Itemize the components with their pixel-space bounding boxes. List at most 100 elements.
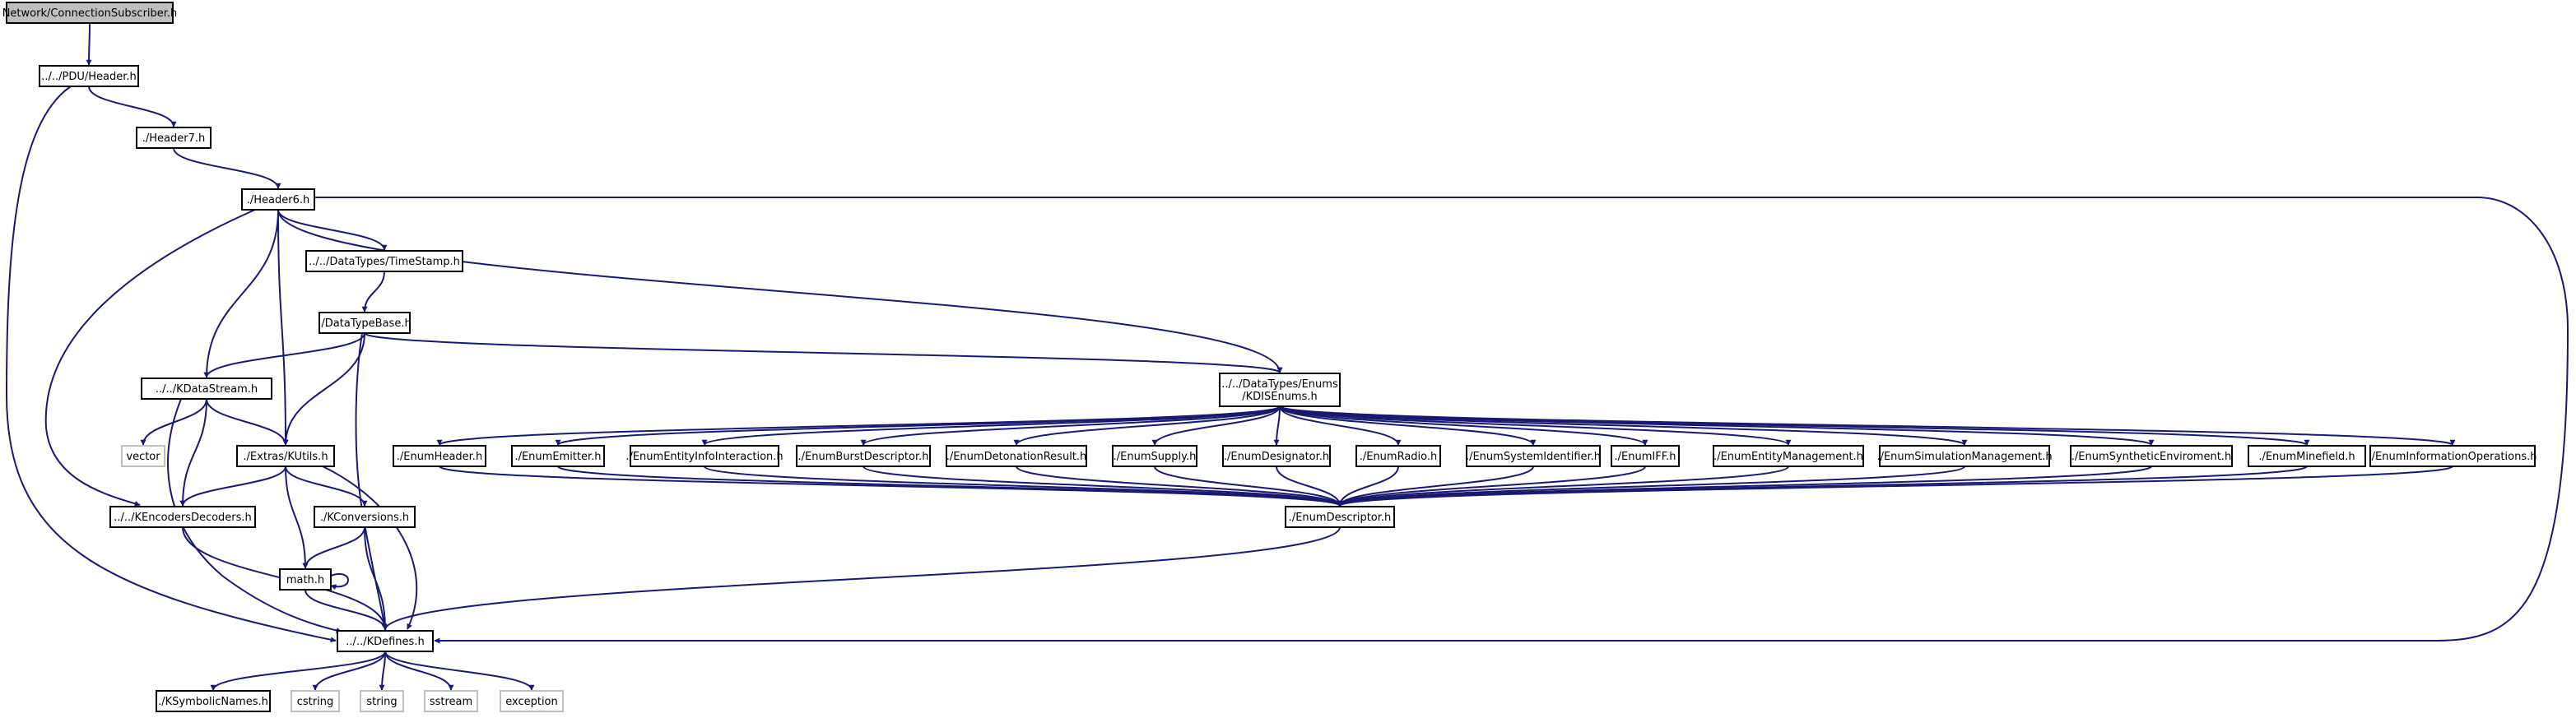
node-kdefines[interactable]: ../../KDefines.h (337, 630, 434, 652)
node-enumheader[interactable]: ./EnumHeader.h (393, 445, 486, 467)
node-box-enumemitter (511, 445, 605, 467)
node-label-header6: ./Header6.h (247, 194, 310, 206)
node-enumdetonation[interactable]: ./EnumDetonationResult.h (946, 445, 1087, 467)
node-box-kencoders (109, 506, 256, 528)
node-enumiff[interactable]: ./EnumIFF.h (1611, 445, 1680, 467)
node-box-math (279, 568, 332, 591)
node-label-exception: exception (505, 696, 558, 708)
node-kencoders[interactable]: ../../KEncodersDecoders.h (109, 506, 256, 528)
edge-header6-to-kdefines (314, 197, 2569, 644)
edge-enumheader-to-enumdescriptor (439, 466, 1343, 507)
edge-math-to-math (330, 573, 349, 591)
edge-enumradio-to-enumdescriptor (1337, 466, 1399, 507)
node-label-enumsupply: ./EnumSupply.h (1114, 451, 1197, 463)
node-label-enumsysid: ./EnumSystemIdentifier.h (1466, 451, 1601, 463)
node-box-header6 (241, 188, 315, 211)
edge-datatypebase-to-kdatastream (203, 332, 365, 378)
node-box-enumentitymgmt (1713, 445, 1864, 467)
node-box-cstring (291, 690, 340, 712)
edge-pduheader-to-header7 (88, 86, 177, 127)
edge-kdatastream-to-kencoders (179, 398, 207, 507)
node-label-kdefines: ../../KDefines.h (346, 636, 424, 648)
node-label-enumsimmgmt: ./EnumSimulationManagement.h (1876, 451, 2052, 463)
edge-header6-to-kdatastream (203, 209, 279, 378)
node-label-enumdescriptor: ./EnumDescriptor.h (1289, 512, 1392, 524)
node-root[interactable]: Network/ConnectionSubscriber.h (2, 2, 178, 24)
node-label-timestamp: ../../DataTypes/TimeStamp.h (309, 256, 460, 268)
node-box-exception (500, 690, 564, 712)
edge-kdefines-to-exception (384, 651, 535, 691)
edge-kconversions-to-kdefines (364, 526, 388, 631)
node-enumdesignator[interactable]: ./EnumDesignator.h (1222, 445, 1331, 467)
node-label-datatypebase: ./DataTypeBase.h (318, 317, 411, 330)
node-label-enumburst: ./EnumBurstDescriptor.h (798, 451, 929, 463)
node-label-enumminefield: ./EnumMinefield.h (2258, 451, 2355, 463)
edge-kdisenums-to-enumradio (1279, 405, 1402, 446)
node-enumentitymgmt[interactable]: ./EnumEntityManagement.h (1713, 445, 1864, 467)
edge-kdatastream-to-kutils (206, 398, 289, 446)
node-box-enumiff (1611, 445, 1680, 467)
node-box-enumsynthetic (2070, 445, 2233, 467)
node-label-kdatastream: ../../KDataStream.h (156, 383, 258, 396)
node-label-ksymbolic: ./KSymbolicNames.h (158, 696, 268, 708)
node-box-kdisenums (1219, 373, 1341, 407)
node-math[interactable]: math.h (279, 568, 332, 591)
node-kutils[interactable]: ./Extras/KUtils.h (236, 445, 335, 467)
edge-kutils-to-math (285, 466, 309, 569)
node-header7[interactable]: ./Header7.h (136, 127, 212, 149)
node-pduheader[interactable]: ../../PDU/Header.h (39, 65, 139, 87)
node-header6[interactable]: ./Header6.h (241, 188, 315, 211)
edge-kdisenums-to-enumdesignator (1273, 405, 1281, 446)
node-label-enumsynthetic: ./EnumSyntheticEnviroment.h (2071, 451, 2231, 463)
node-enumsysid[interactable]: ./EnumSystemIdentifier.h (1466, 445, 1601, 467)
edge-enumburst-to-enumdescriptor (863, 466, 1343, 507)
edge-kdisenums-to-enumentityinfo (701, 405, 1281, 446)
node-label-enumdesignator: ./EnumDesignator.h (1224, 451, 1329, 463)
node-string: string (360, 690, 404, 712)
node-box-kconversions (314, 506, 416, 528)
edge-root-to-pduheader (86, 22, 92, 66)
node-box-enumdetonation (946, 445, 1087, 467)
node-enumminefield[interactable]: ./EnumMinefield.h (2248, 445, 2366, 467)
edge-kutils-to-kencoders (179, 466, 286, 507)
node-kdatastream[interactable]: ../../KDataStream.h (141, 378, 272, 400)
node-enumentityinfo[interactable]: ./EnumEntityInfoInteraction.h (625, 445, 783, 467)
edge-enumdesignator-to-enumdescriptor (1276, 466, 1343, 507)
node-box-enumheader (393, 445, 486, 467)
node-box-enumsysid (1466, 445, 1601, 467)
node-enumsynthetic[interactable]: ./EnumSyntheticEnviroment.h (2070, 445, 2233, 467)
edge-kdefines-to-cstring (312, 651, 386, 691)
edge-datatypebase-to-kutils (282, 332, 365, 446)
node-label-kdisenums: ../../DataTypes/Enums (1221, 378, 1338, 391)
edge-kutils-to-kconversions (285, 466, 368, 507)
node-label-enumiff: ./EnumIFF.h (1615, 451, 1676, 463)
node-box-timestamp (305, 250, 463, 272)
edge-kdisenums-to-enumsupply (1151, 405, 1281, 446)
node-box-enumentityinfo (630, 445, 779, 467)
node-enumburst[interactable]: ./EnumBurstDescriptor.h (796, 445, 931, 467)
node-timestamp[interactable]: ../../DataTypes/TimeStamp.h (305, 250, 463, 272)
node-label-string: string (366, 696, 397, 708)
node-box-enumradio (1355, 445, 1441, 467)
node-enumsimmgmt[interactable]: ./EnumSimulationManagement.h (1876, 445, 2053, 467)
node-box-kdatastream (141, 378, 272, 400)
edge-header6-to-kdisenums (277, 209, 1283, 373)
node-label-enuminfoops: ./EnumInformationOperations.h (2369, 451, 2537, 463)
node-box-enumdescriptor (1285, 506, 1395, 528)
node-enumdescriptor[interactable]: ./EnumDescriptor.h (1285, 506, 1395, 528)
node-ksymbolic[interactable]: ./KSymbolicNames.h (156, 690, 271, 712)
edge-header6-to-timestamp (277, 209, 388, 251)
node-enumradio[interactable]: ./EnumRadio.h (1355, 445, 1441, 467)
node-datatypebase[interactable]: ./DataTypeBase.h (318, 312, 412, 334)
node-box-enumminefield (2248, 445, 2366, 467)
node-kconversions[interactable]: ./KConversions.h (314, 506, 416, 528)
node-box-enumburst (796, 445, 931, 467)
node-enumsupply[interactable]: ./EnumSupply.h (1112, 445, 1197, 467)
edge-pduheader-to-kdefines (5, 86, 337, 643)
node-enuminfoops[interactable]: ./EnumInformationOperations.h (2369, 445, 2537, 467)
edge-kdisenums-to-enuminfoops (1279, 405, 2456, 446)
edge-kdefines-to-string (379, 651, 386, 691)
edge-datatypebase-to-kdisenums (364, 332, 1283, 373)
node-enumemitter[interactable]: ./EnumEmitter.h (511, 445, 605, 467)
node-kdisenums[interactable]: ../../DataTypes/Enums/KDISEnums.h (1219, 373, 1341, 407)
